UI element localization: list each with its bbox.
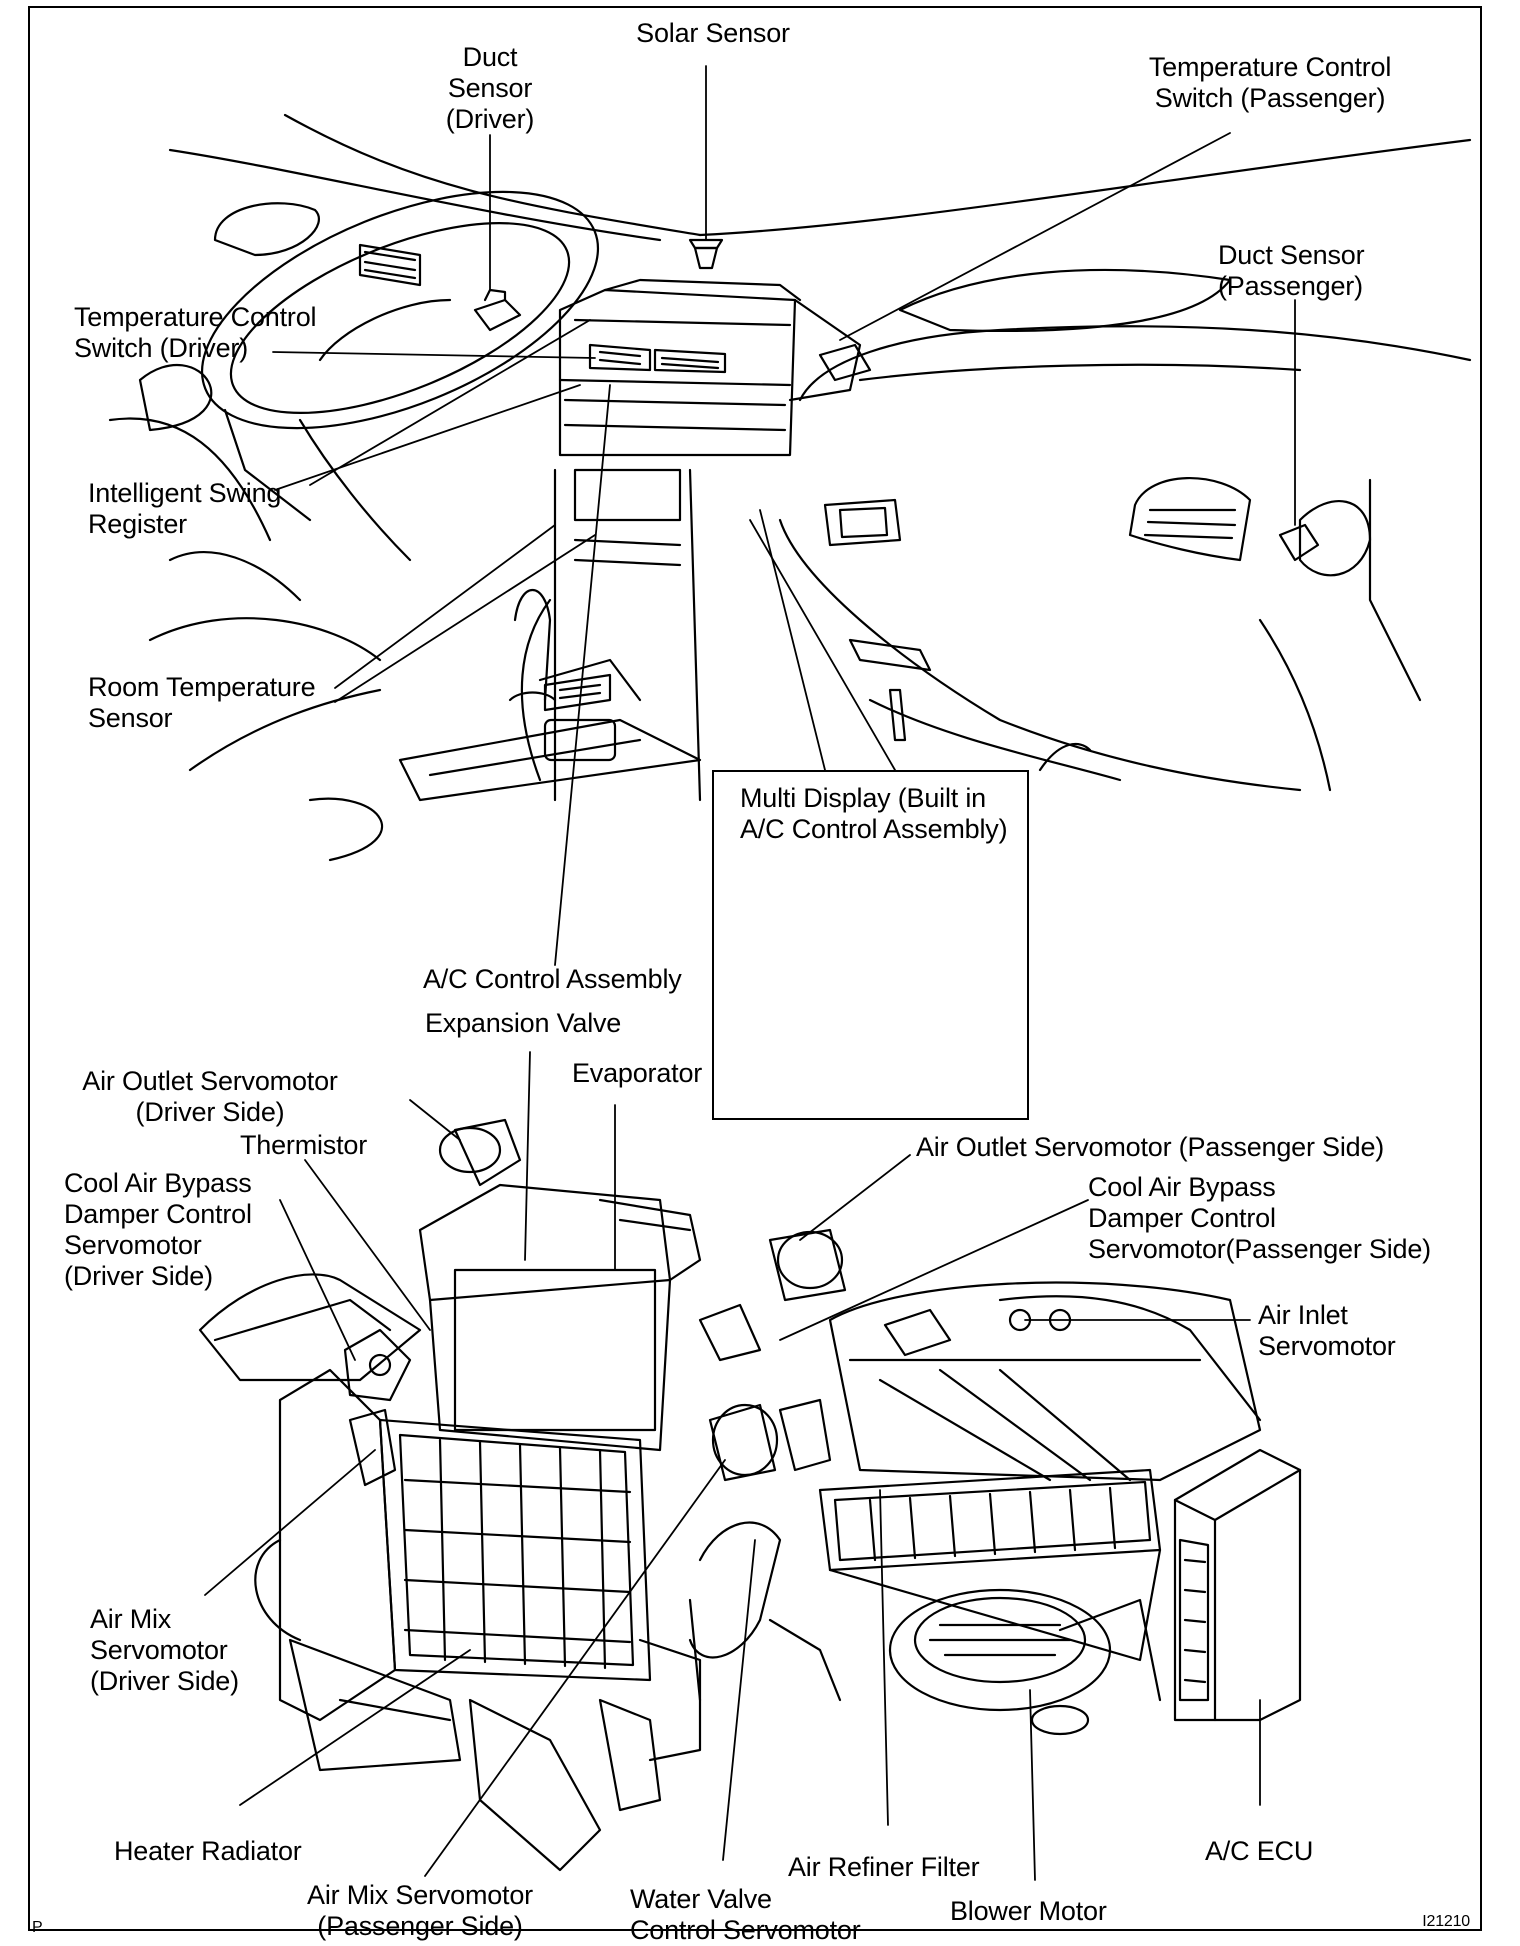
page-marker: P bbox=[32, 1919, 43, 1936]
label-cool-air-bypass-passenger: Cool Air Bypass Damper Control Servomoto… bbox=[1088, 1172, 1431, 1264]
label-air-refiner-filter: Air Refiner Filter bbox=[788, 1852, 980, 1882]
label-air-inlet-servomotor: Air Inlet Servomotor bbox=[1258, 1300, 1396, 1361]
label-solar-sensor: Solar Sensor bbox=[636, 18, 790, 48]
label-evaporator: Evaporator bbox=[572, 1058, 703, 1088]
label-air-outlet-servomotor-driver: Air Outlet Servomotor (Driver Side) bbox=[82, 1066, 338, 1127]
label-blower-motor: Blower Motor bbox=[950, 1896, 1107, 1926]
label-thermistor: Thermistor bbox=[240, 1130, 368, 1160]
hvac-unit-illustration bbox=[198, 1118, 1302, 1872]
label-ac-ecu: A/C ECU bbox=[1205, 1836, 1314, 1866]
label-duct-sensor-passenger: Duct Sensor (Passenger) bbox=[1218, 240, 1365, 301]
label-air-mix-servomotor-driver: Air Mix Servomotor (Driver Side) bbox=[90, 1604, 239, 1696]
label-intelligent-swing-register: Intelligent Swing Register bbox=[88, 478, 282, 539]
figure-id: I21210 bbox=[1422, 1913, 1470, 1930]
label-ac-control-assembly: A/C Control Assembly bbox=[423, 964, 682, 994]
label-multi-display: Multi Display (Built in A/C Control Asse… bbox=[740, 783, 1008, 844]
label-heater-radiator: Heater Radiator bbox=[114, 1836, 302, 1866]
label-room-temperature-sensor: Room Temperature Sensor bbox=[88, 672, 316, 733]
dashboard-illustration bbox=[108, 113, 1472, 862]
figure-frame bbox=[28, 6, 1482, 1931]
label-water-valve-control-servomotor: Water Valve Control Servomotor bbox=[630, 1884, 861, 1945]
label-duct-sensor-driver: Duct Sensor (Driver) bbox=[445, 42, 535, 134]
label-air-mix-servomotor-passenger: Air Mix Servomotor (Passenger Side) bbox=[307, 1880, 533, 1941]
leader-lines bbox=[204, 65, 1296, 1881]
label-temperature-control-switch-driver: Temperature Control Switch (Driver) bbox=[74, 302, 317, 363]
label-expansion-valve: Expansion Valve bbox=[425, 1008, 622, 1038]
label-temperature-control-switch-passenger: Temperature Control Switch (Passenger) bbox=[1148, 52, 1392, 113]
multi-display-inset-box bbox=[712, 770, 1029, 1120]
label-air-outlet-servomotor-passenger: Air Outlet Servomotor (Passenger Side) bbox=[916, 1132, 1385, 1162]
label-cool-air-bypass-driver: Cool Air Bypass Damper Control Servomoto… bbox=[64, 1168, 252, 1291]
